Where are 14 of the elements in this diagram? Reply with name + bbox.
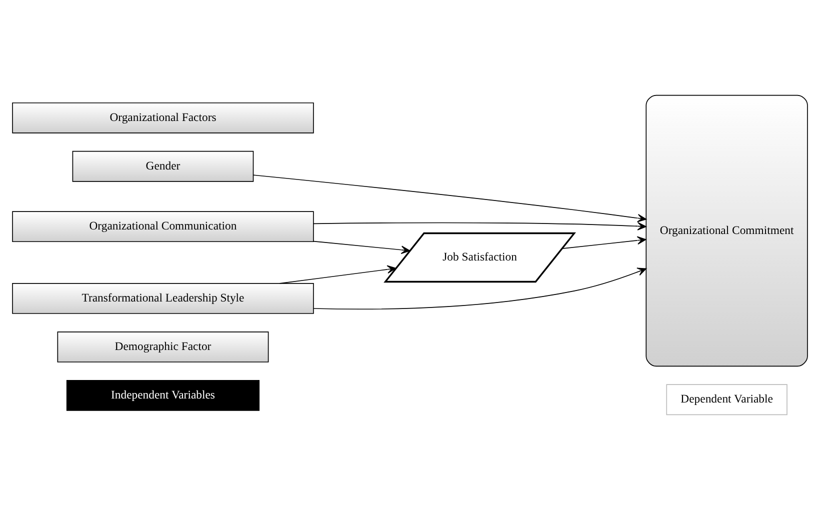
node-box: Transformational Leadership Style — [12, 283, 314, 314]
arrow — [562, 236, 646, 250]
node-box: Gender — [72, 150, 254, 182]
arrow — [313, 240, 410, 254]
arrow — [313, 268, 647, 310]
arrow — [279, 265, 396, 284]
arrow — [253, 174, 647, 222]
node-box: Dependent Variable — [666, 384, 788, 416]
node-box: Organizational Commitment — [646, 94, 808, 367]
arrow — [313, 222, 646, 230]
node-box: Demographic Factor — [57, 331, 269, 362]
node-box: Independent Variables — [66, 380, 260, 411]
node-box: Organizational Factors — [12, 102, 314, 134]
node-box: Organizational Communication — [12, 211, 314, 242]
